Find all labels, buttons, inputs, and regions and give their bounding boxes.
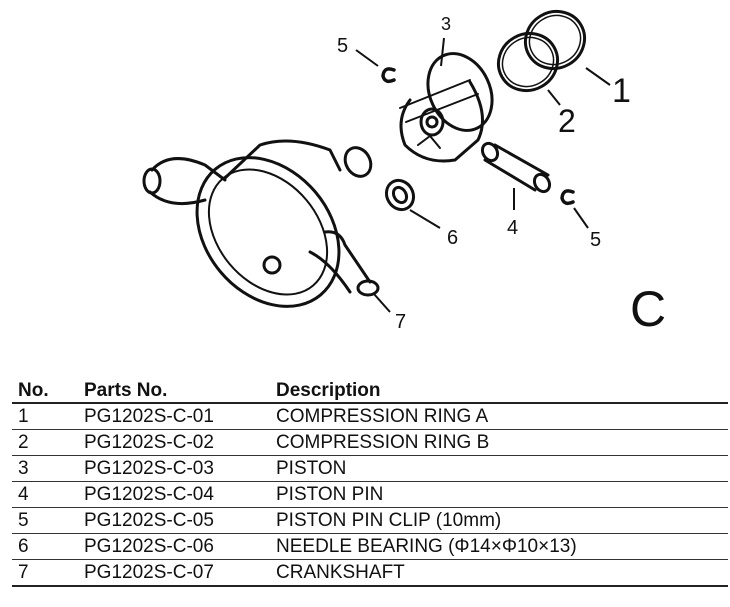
parts-table: No. Parts No. Description 1 PG1202S-C-01… [12, 376, 728, 587]
cell-description: NEEDLE BEARING (Φ14×Φ10×13) [270, 533, 728, 560]
cell-parts-no: PG1202S-C-02 [78, 429, 270, 456]
cell-no: 1 [12, 403, 78, 430]
cell-parts-no: PG1202S-C-06 [78, 533, 270, 560]
exploded-parts-diagram: 1 2 3 4 5 5 6 7 [142, 9, 631, 333]
cell-no: 4 [12, 481, 78, 508]
cell-parts-no: PG1202S-C-03 [78, 455, 270, 482]
callout-7: 7 [395, 311, 406, 333]
table-row: 5 PG1202S-C-05 PISTON PIN CLIP (10mm) [12, 507, 728, 534]
cell-description: PISTON [270, 455, 728, 482]
piston-pin-clip-left [381, 67, 396, 84]
compression-ring-a [523, 9, 587, 71]
cell-description: COMPRESSION RING A [270, 403, 728, 430]
cell-no: 2 [12, 429, 78, 456]
cell-parts-no: PG1202S-C-05 [78, 507, 270, 534]
piston-pin-clip-right [560, 189, 575, 206]
needle-bearing [384, 178, 416, 212]
cell-parts-no: PG1202S-C-01 [78, 403, 270, 430]
callout-5-left: 5 [337, 35, 348, 57]
table-header-row: No. Parts No. Description [12, 376, 728, 404]
cell-no: 3 [12, 455, 78, 482]
cell-parts-no: PG1202S-C-04 [78, 481, 270, 508]
cell-no: 7 [12, 559, 78, 587]
table-row: 3 PG1202S-C-03 PISTON [12, 455, 728, 482]
callout-4: 4 [507, 217, 518, 239]
callout-1: 1 [612, 72, 631, 110]
cell-description: COMPRESSION RING B [270, 429, 728, 456]
cell-no: 5 [12, 507, 78, 534]
callout-2: 2 [558, 103, 576, 139]
table-row: 6 PG1202S-C-06 NEEDLE BEARING (Φ14×Φ10×1… [12, 533, 728, 560]
cell-parts-no: PG1202S-C-07 [78, 559, 270, 587]
section-letter: C [630, 281, 667, 337]
crankshaft [142, 139, 380, 308]
cell-description: PISTON PIN [270, 481, 728, 508]
callout-6: 6 [447, 227, 458, 249]
callout-5-right: 5 [590, 229, 601, 251]
header-description: Description [270, 376, 728, 404]
table-row: 4 PG1202S-C-04 PISTON PIN [12, 481, 728, 508]
cell-description: CRANKSHAFT [270, 559, 728, 587]
cell-no: 6 [12, 533, 78, 560]
callout-3: 3 [441, 14, 451, 34]
header-no: No. [12, 376, 78, 404]
cell-description: PISTON PIN CLIP (10mm) [270, 507, 728, 534]
table-row: 2 PG1202S-C-02 COMPRESSION RING B [12, 429, 728, 456]
table-row: 1 PG1202S-C-01 COMPRESSION RING A [12, 403, 728, 430]
leader-lines [355, 37, 611, 313]
header-parts-no: Parts No. [78, 376, 270, 404]
table-row: 7 PG1202S-C-07 CRANKSHAFT [12, 559, 728, 587]
callout-labels: 1 2 3 4 5 5 6 7 [337, 14, 631, 333]
compression-ring-b [496, 31, 560, 93]
piston-pin [480, 141, 552, 194]
